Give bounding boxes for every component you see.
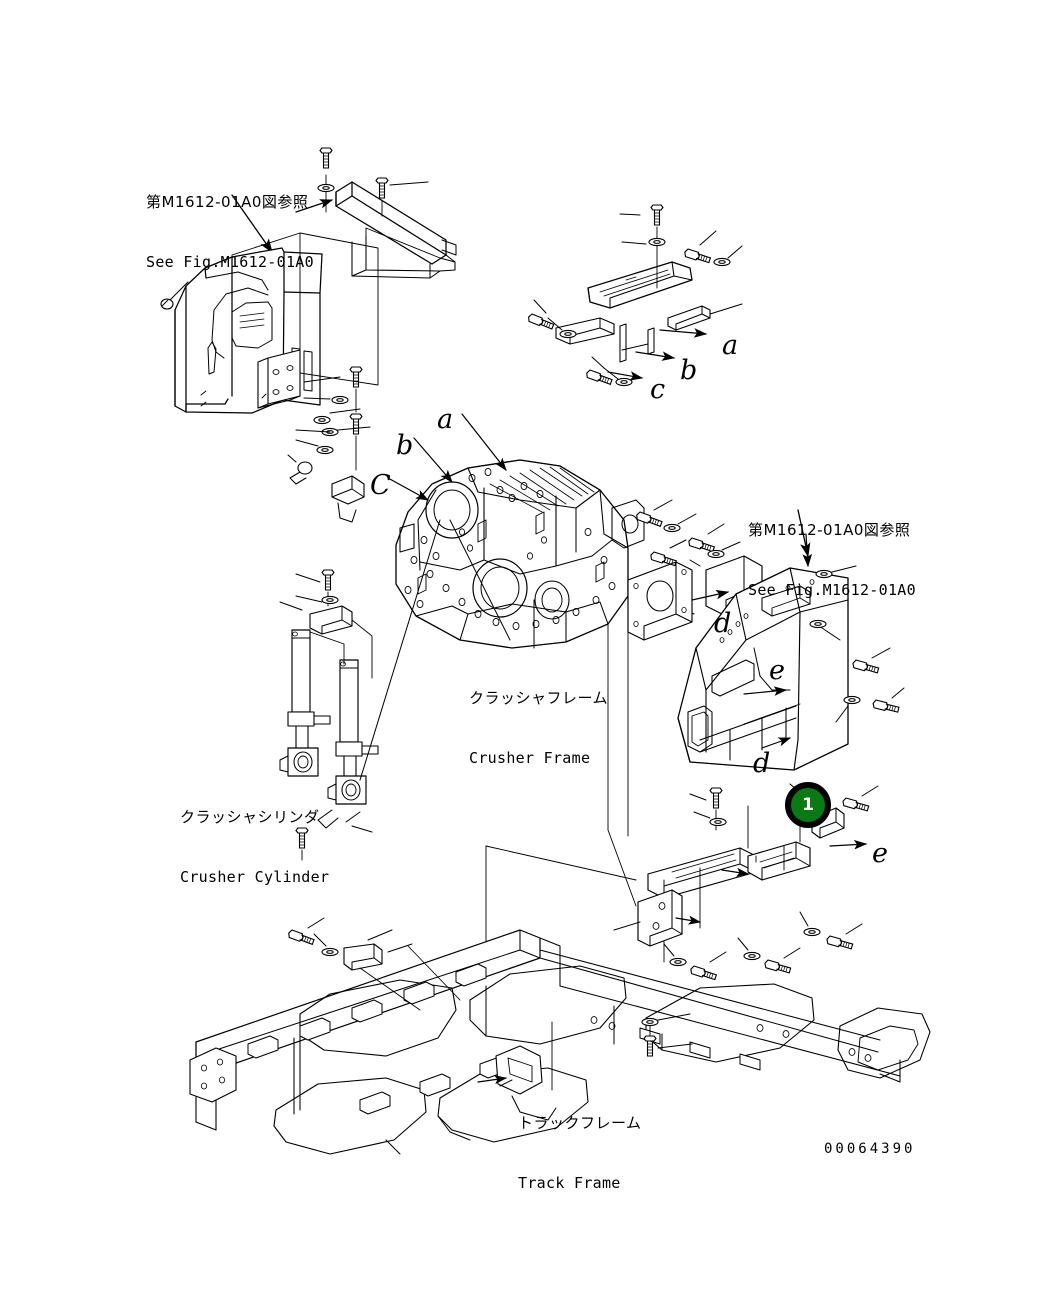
label-crusher-cylinder: クラッシャシリンダ Crusher Cylinder [180, 767, 329, 928]
label-ref-left-en: See Fig.M1612-01A0 [146, 253, 314, 272]
label-ref-right-jp: 第M1612-01A0図参照 [748, 520, 911, 539]
label-track-frame-en: Track Frame [518, 1174, 621, 1193]
callout-d-guard-upper: d [714, 608, 732, 639]
callout-c-frame: C [370, 470, 391, 501]
label-ref-left: 第M1612-01A0図参照 See Fig.M1612-01A0 [146, 152, 314, 313]
label-ref-left-jp: 第M1612-01A0図参照 [146, 192, 309, 211]
part-number-marker-1-label: 1 [802, 795, 814, 815]
callout-e-lower: e [872, 838, 888, 869]
callout-b-frame: b [396, 430, 414, 461]
callout-c-upper-right: c [650, 374, 666, 405]
label-track-frame: トラックフレーム Track Frame [518, 1073, 642, 1234]
callout-e-guard: e [769, 655, 785, 686]
label-ref-right: 第M1612-01A0図参照 See Fig.M1612-01A0 [748, 480, 916, 641]
label-crusher-cylinder-en: Crusher Cylinder [180, 868, 330, 887]
label-crusher-frame: クラッシャフレーム Crusher Frame [469, 648, 608, 809]
label-ref-right-en: See Fig.M1612-01A0 [748, 581, 916, 600]
label-crusher-cylinder-jp: クラッシャシリンダ [180, 807, 320, 826]
drawing-number: 00064390 [824, 1141, 916, 1157]
callout-d-guard-lower: d [753, 748, 771, 779]
callout-a-frame: a [437, 404, 454, 435]
part-number-marker-1[interactable]: 1 [785, 782, 831, 828]
callout-b-upper-right: b [680, 355, 698, 386]
label-crusher-frame-en: Crusher Frame [469, 749, 591, 768]
label-crusher-frame-jp: クラッシャフレーム [469, 688, 609, 707]
label-track-frame-jp: トラックフレーム [518, 1113, 642, 1132]
callout-a-upper-right: a [722, 330, 739, 361]
